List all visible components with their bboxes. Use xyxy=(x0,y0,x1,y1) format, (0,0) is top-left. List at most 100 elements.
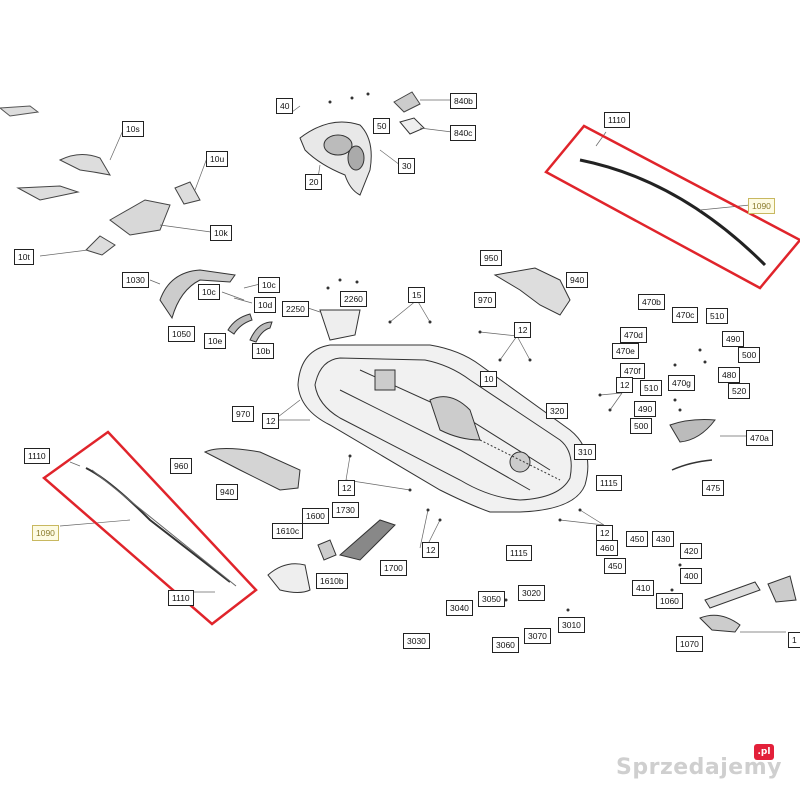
callout-3060: 3060 xyxy=(492,637,519,653)
part-right-bracket xyxy=(767,575,797,603)
callout-15: 15 xyxy=(408,287,426,303)
part-10b xyxy=(249,321,273,343)
callout-940-mid: 940 xyxy=(216,484,239,500)
callout-10u: 10u xyxy=(206,151,229,167)
part-1610c xyxy=(267,563,311,593)
callout-510-a: 510 xyxy=(706,308,729,324)
callout-520: 520 xyxy=(728,383,751,399)
part-10e xyxy=(227,313,253,335)
callout-40: 40 xyxy=(276,98,294,114)
callout-480: 480 xyxy=(718,367,741,383)
watermark-badge: .pl xyxy=(754,744,774,760)
callout-1110-bottom: 1110 xyxy=(168,590,194,606)
callout-1060: 1060 xyxy=(656,593,683,609)
callout-470f: 470f xyxy=(620,363,645,379)
part-10u xyxy=(174,181,201,205)
callout-1115-b: 1115 xyxy=(506,545,532,561)
callout-1030: 1030 xyxy=(122,272,149,288)
callout-10k: 10k xyxy=(210,225,232,241)
callout-10t: 10t xyxy=(14,249,34,265)
callout-12-a: 12 xyxy=(514,322,532,338)
callout-20: 20 xyxy=(305,174,323,190)
part-nose-trim xyxy=(0,105,40,117)
part-1070 xyxy=(699,614,741,633)
callout-1050: 1050 xyxy=(168,326,195,342)
callout-3010: 3010 xyxy=(558,617,585,633)
callout-1115-a: 1115 xyxy=(596,475,622,491)
callout-2250: 2250 xyxy=(282,301,309,317)
callout-500-a: 500 xyxy=(738,347,761,363)
callout-11xx-edge: 1 xyxy=(788,632,800,648)
callout-12-e: 12 xyxy=(422,542,440,558)
part-1700 xyxy=(338,519,396,561)
part-470a xyxy=(669,419,716,443)
callout-3040: 3040 xyxy=(446,600,473,616)
part-1030 xyxy=(159,269,236,320)
callout-470a: 470a xyxy=(746,430,773,446)
callout-470g: 470g xyxy=(668,375,695,391)
callout-2260: 2260 xyxy=(340,291,367,307)
callout-960: 960 xyxy=(170,458,193,474)
part-1610b xyxy=(317,539,337,561)
part-2250 xyxy=(319,309,361,341)
highlight-box-bottom-strip xyxy=(41,430,258,626)
callout-470b: 470b xyxy=(638,294,665,310)
callout-1090-top: 1090 xyxy=(748,198,775,214)
callout-470e: 470e xyxy=(612,343,639,359)
part-1060 xyxy=(704,581,761,609)
callout-3030: 3030 xyxy=(403,633,430,649)
callout-320: 320 xyxy=(546,403,569,419)
part-1090-top-strip xyxy=(579,158,767,267)
callout-475: 475 xyxy=(702,480,725,496)
callout-470d: 470d xyxy=(620,327,647,343)
callout-10c-1: 10c xyxy=(258,277,280,293)
callout-450-a: 450 xyxy=(626,531,649,547)
callout-1600: 1600 xyxy=(302,508,329,524)
callout-1610b: 1610b xyxy=(316,573,348,589)
callout-10: 10 xyxy=(480,371,498,387)
part-10k xyxy=(109,199,171,236)
callout-840b: 840b xyxy=(450,93,477,109)
callout-12-c: 12 xyxy=(262,413,280,429)
callout-1730: 1730 xyxy=(332,502,359,518)
callout-400: 400 xyxy=(680,568,703,584)
watermark-logo: Sprzedajemy xyxy=(616,755,782,780)
callout-1090-left: 1090 xyxy=(32,525,59,541)
callout-12-f: 12 xyxy=(596,525,614,541)
callout-1070: 1070 xyxy=(676,636,703,652)
callout-1700: 1700 xyxy=(380,560,407,576)
callout-420: 420 xyxy=(680,543,703,559)
callout-3070: 3070 xyxy=(524,628,551,644)
callout-10s: 10s xyxy=(122,121,144,137)
part-10s xyxy=(58,154,111,176)
part-10t xyxy=(85,235,116,256)
callout-460: 460 xyxy=(596,540,619,556)
callout-490-a: 490 xyxy=(722,331,745,347)
callout-10c-2: 10c xyxy=(198,284,220,300)
part-storage-bin xyxy=(299,121,372,196)
callout-10d: 10d xyxy=(254,297,277,313)
callout-970-top: 970 xyxy=(474,292,497,308)
highlight-box-top-strip xyxy=(544,124,800,290)
leader-lines xyxy=(39,99,786,633)
part-950 xyxy=(493,267,571,316)
callout-50: 50 xyxy=(373,118,391,134)
callout-10e: 10e xyxy=(204,333,227,349)
callout-12-d: 12 xyxy=(338,480,356,496)
part-840c xyxy=(399,117,425,135)
callout-430: 430 xyxy=(652,531,675,547)
callout-470c: 470c xyxy=(672,307,699,323)
callout-450-b: 450 xyxy=(604,558,627,574)
part-840b xyxy=(393,91,421,113)
part-475 xyxy=(671,459,713,471)
callout-3020: 3020 xyxy=(518,585,545,601)
part-10-left xyxy=(16,185,80,201)
callout-10b: 10b xyxy=(252,343,275,359)
callout-510-b: 510 xyxy=(640,380,663,396)
part-hull xyxy=(297,344,589,513)
callout-840c: 840c xyxy=(450,125,477,141)
callout-1110-top: 1110 xyxy=(604,112,630,128)
callout-500-b: 500 xyxy=(630,418,653,434)
callout-310: 310 xyxy=(574,444,597,460)
